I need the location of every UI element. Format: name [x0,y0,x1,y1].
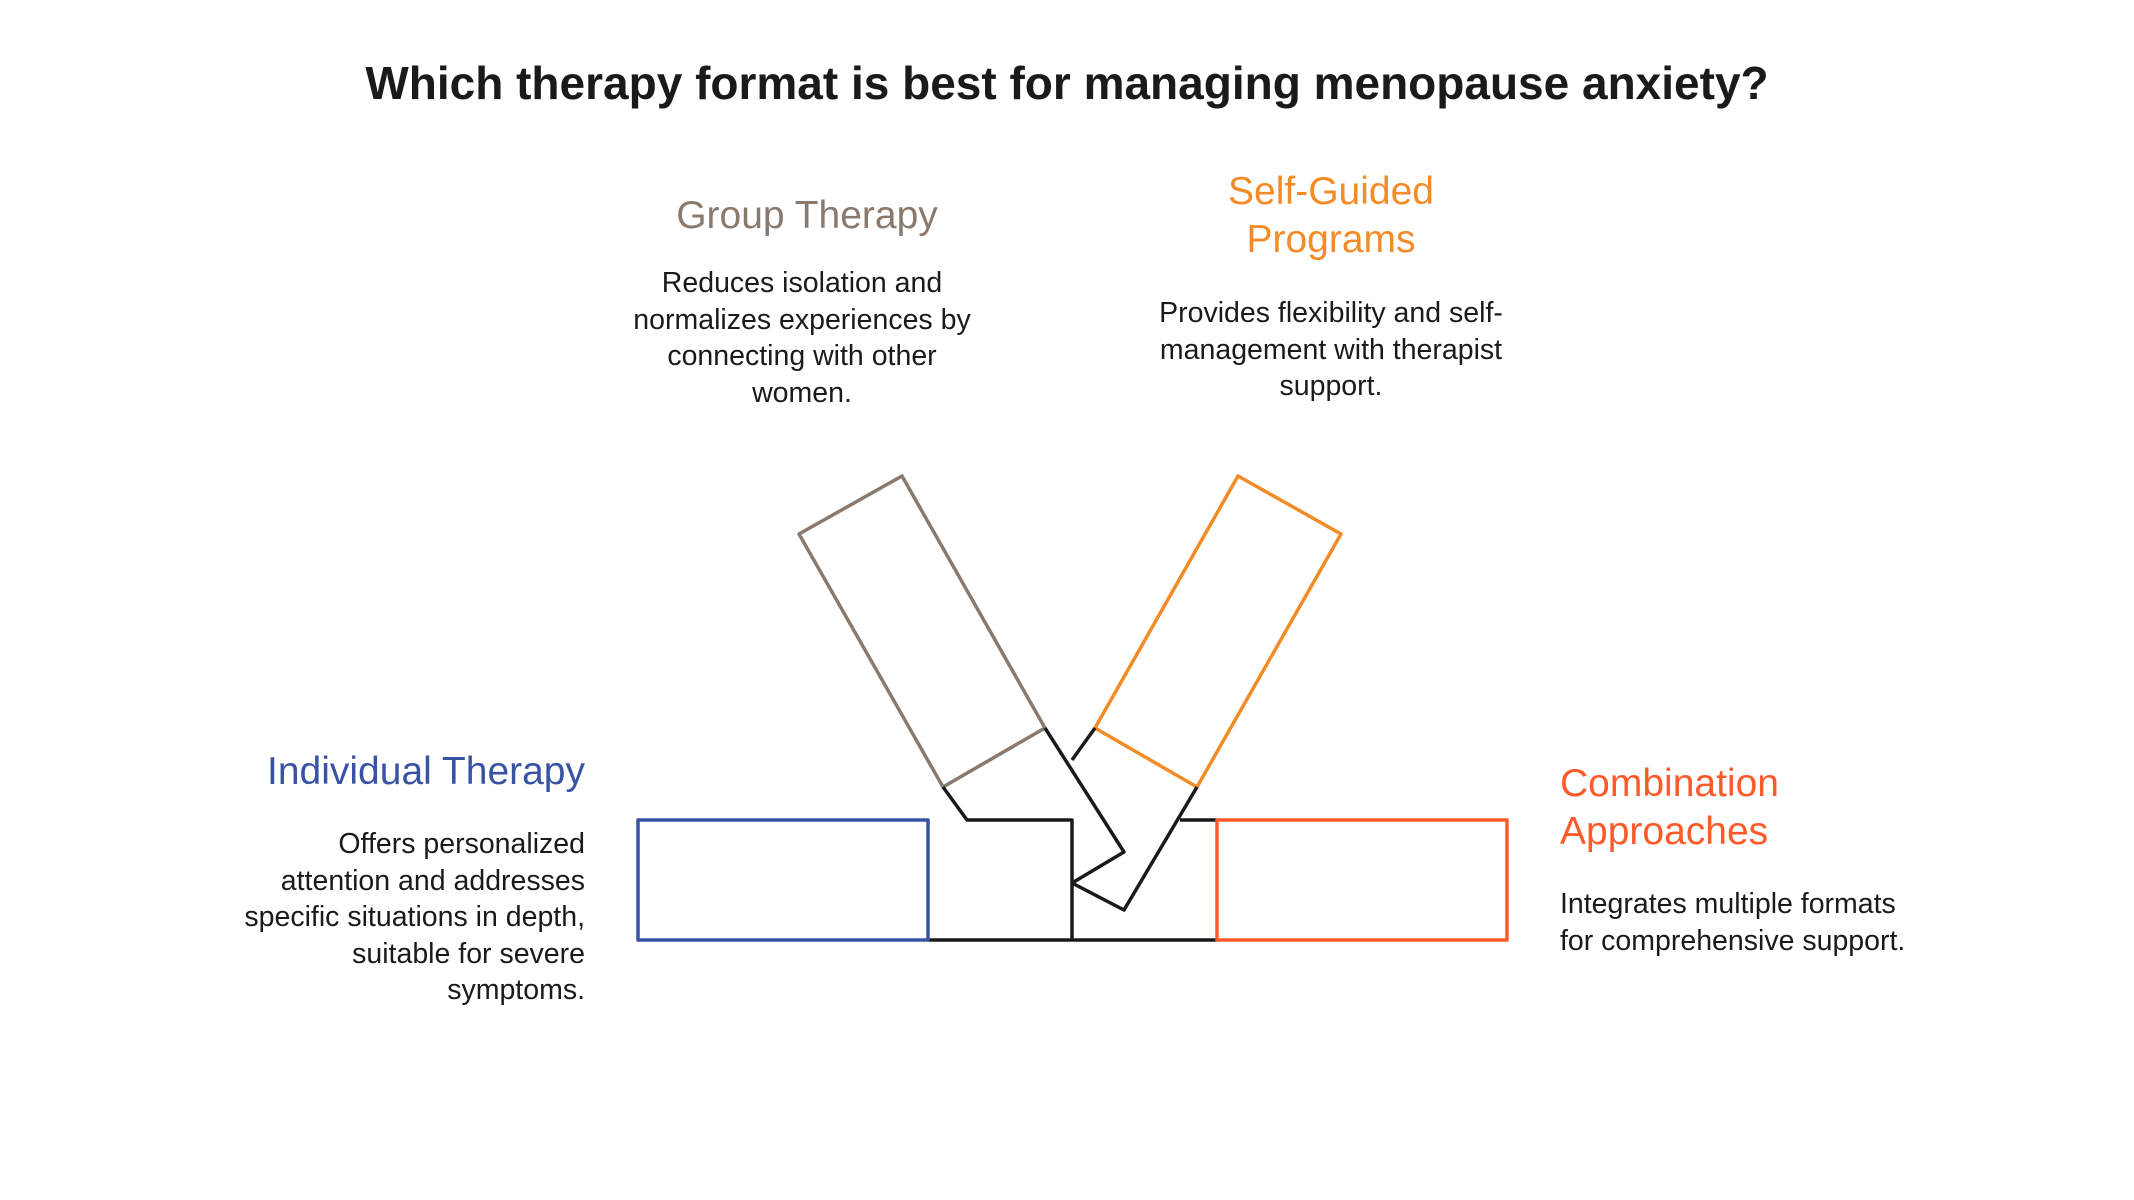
individual-therapy-shape [636,818,930,942]
self-guided-shape [1093,474,1343,789]
group-therapy-title: Group Therapy [676,194,938,237]
individual-therapy-title: Individual Therapy [267,750,585,793]
combination-shape [1215,818,1509,942]
self-guided-programs-title: Self-Guided Programs [1228,170,1434,261]
connector-lines [928,726,1217,942]
individual-therapy-description: Offers personalized attention and addres… [244,828,585,1006]
group-therapy-shape [797,474,1047,789]
combination-approaches-title: Combination Approaches [1560,762,1779,853]
self-guided-programs-description: Provides flexibility and self-management… [1159,297,1503,402]
combination-approaches-description: Integrates multiple formats for comprehe… [1560,888,1906,957]
group-therapy-description: Reduces isolation and normalizes experie… [633,267,971,409]
diagram-title: Which therapy format is best for managin… [365,57,1769,109]
